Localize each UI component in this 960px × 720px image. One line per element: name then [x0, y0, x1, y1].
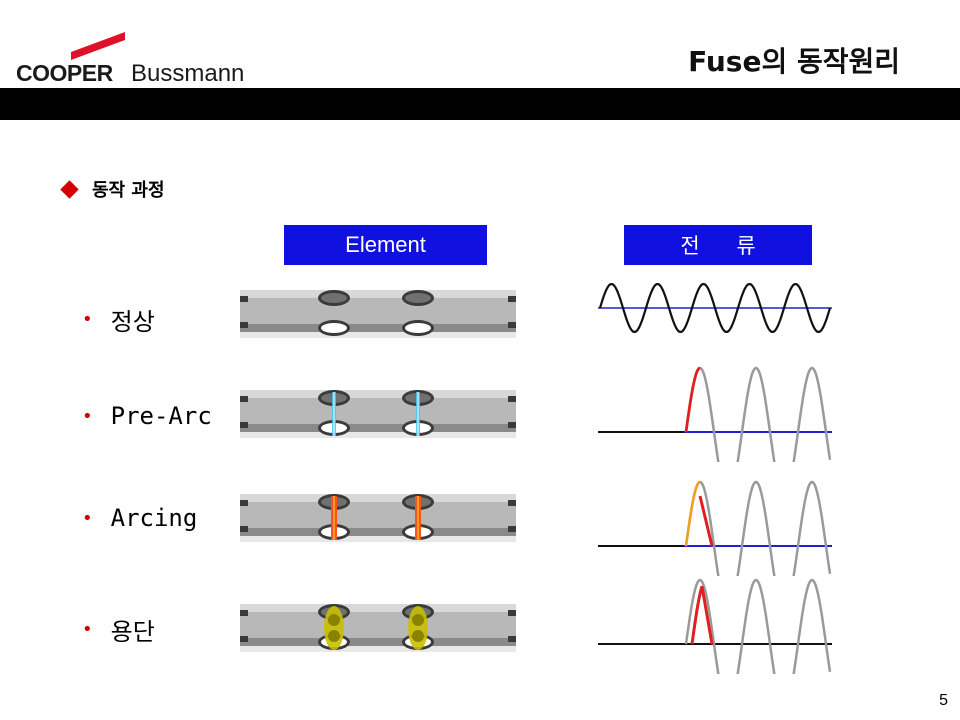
current-wave [598, 283, 832, 333]
row-bullet-icon: • [82, 619, 93, 640]
element-illustration-melted [240, 604, 516, 652]
current-waveform-arcing [598, 480, 832, 576]
arcing-segment [698, 495, 714, 547]
element-notch [318, 494, 350, 540]
logo-mark-icon [71, 32, 125, 60]
element-notch [318, 390, 350, 436]
row-label-arcing: • Arcing [82, 504, 197, 532]
current-waveform-normal [598, 283, 832, 333]
header-bar [0, 88, 960, 120]
logo-bussmann-text: Bussmann [131, 60, 245, 87]
current-waveform-melted [598, 578, 832, 674]
section-heading: 동작 과정 [60, 176, 165, 202]
prospective-current-wave [684, 480, 832, 576]
page-number: 5 [939, 692, 948, 709]
current-waveform-pre-arc [598, 366, 832, 462]
row-label-pre-arc: • Pre-Arc [82, 402, 212, 430]
element-illustration-arcing [240, 494, 516, 542]
page-title: Fuse의 동작원리 [688, 45, 900, 78]
element-column-header: Element [284, 225, 487, 265]
element-notch [402, 390, 434, 436]
row-label-text: Arcing [110, 504, 198, 532]
logo-cooper-text: COOPER [16, 60, 113, 86]
element-illustration-pre-arc [240, 390, 516, 438]
element-notch [402, 604, 434, 650]
row-label-melted: • 용단 [82, 612, 155, 647]
prospective-current-wave [684, 366, 832, 462]
row-bullet-icon: • [82, 309, 93, 330]
row-bullet-icon: • [82, 405, 93, 427]
current-column-header: 전 류 [624, 225, 812, 265]
row-label-text: Pre-Arc [110, 402, 212, 430]
cooper-bussmann-logo: COOPER Bussmann [16, 30, 276, 90]
row-label-text: 용단 [110, 618, 155, 646]
section-heading-text: 동작 과정 [92, 180, 165, 201]
row-bullet-icon: • [82, 507, 93, 529]
element-notch [402, 290, 434, 336]
pre-arc-segment [684, 366, 701, 433]
element-notch [318, 604, 350, 650]
diamond-bullet-icon [60, 179, 79, 199]
element-illustration-normal [240, 290, 516, 338]
element-notch [402, 494, 434, 540]
prospective-current-wave [684, 578, 832, 674]
row-label-text: 정상 [110, 308, 155, 336]
pre-arc-segment [684, 480, 701, 547]
let-through-segment [690, 585, 714, 645]
element-notch [318, 290, 350, 336]
row-label-normal: • 정상 [82, 302, 155, 337]
